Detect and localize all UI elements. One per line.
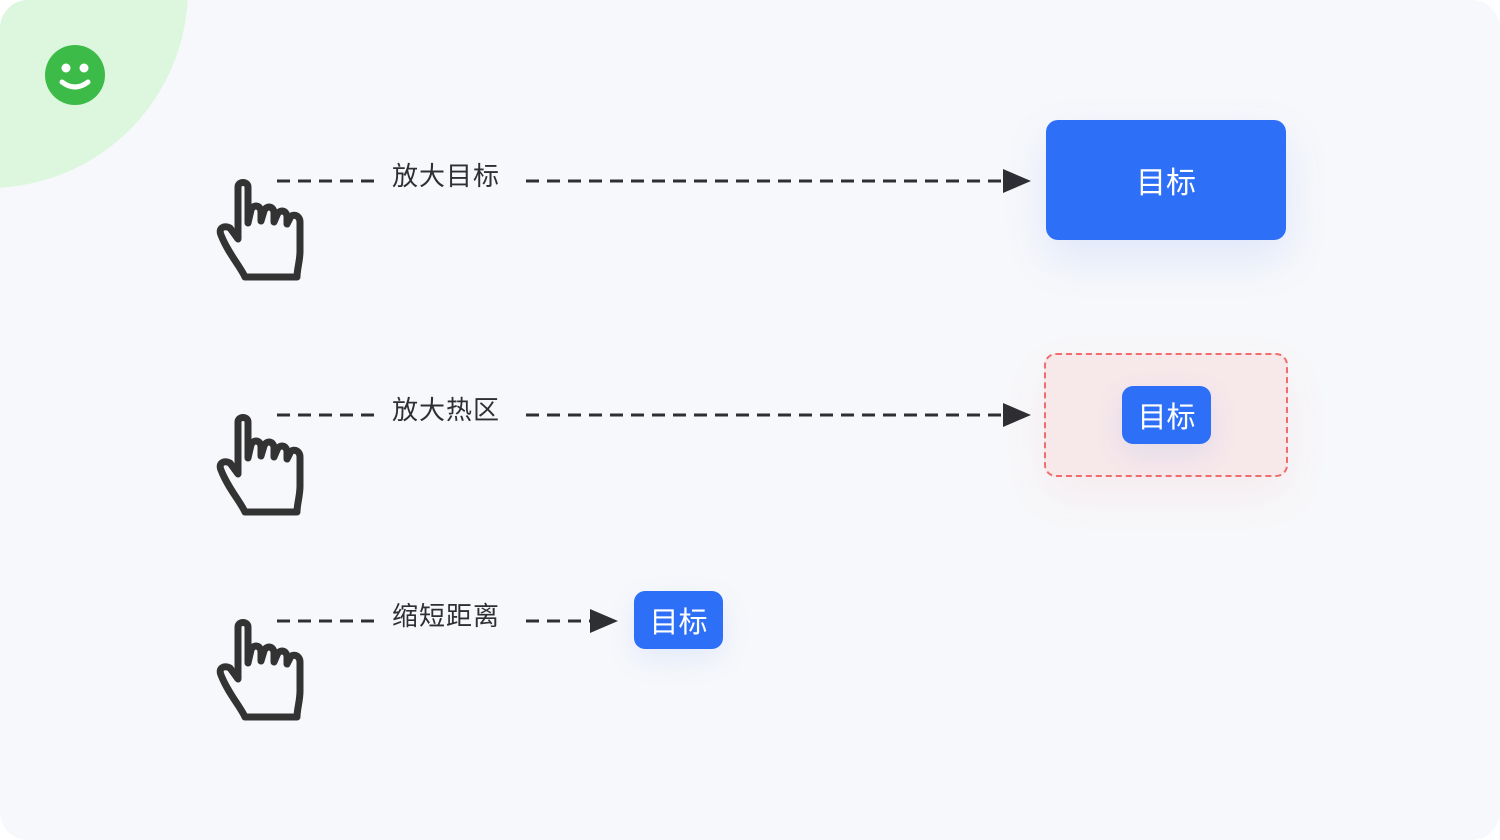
hand-pointer-icon — [216, 619, 304, 721]
near-target-button[interactable]: 目标 — [634, 591, 723, 649]
arrowhead-icon — [590, 609, 618, 633]
arrow-row-1 — [277, 169, 1031, 193]
label-enlarge-hotzone: 放大热区 — [392, 396, 501, 426]
arrowhead-icon — [1003, 169, 1031, 193]
hand-pointer-icon — [216, 414, 304, 516]
target-label: 目标 — [1137, 400, 1196, 434]
smiley-face-icon — [45, 45, 105, 105]
arrowhead-icon — [1003, 403, 1031, 427]
label-enlarge-target: 放大目标 — [392, 162, 501, 192]
target-label: 目标 — [649, 605, 708, 639]
large-target-button[interactable]: 目标 — [1046, 120, 1286, 240]
hotzone-target-button[interactable]: 目标 — [1122, 386, 1211, 444]
arrow-row-2 — [277, 403, 1031, 427]
label-shorten-distance: 缩短距离 — [392, 602, 501, 632]
hand-pointer-icon — [216, 179, 304, 281]
target-label: 目标 — [1136, 166, 1196, 201]
